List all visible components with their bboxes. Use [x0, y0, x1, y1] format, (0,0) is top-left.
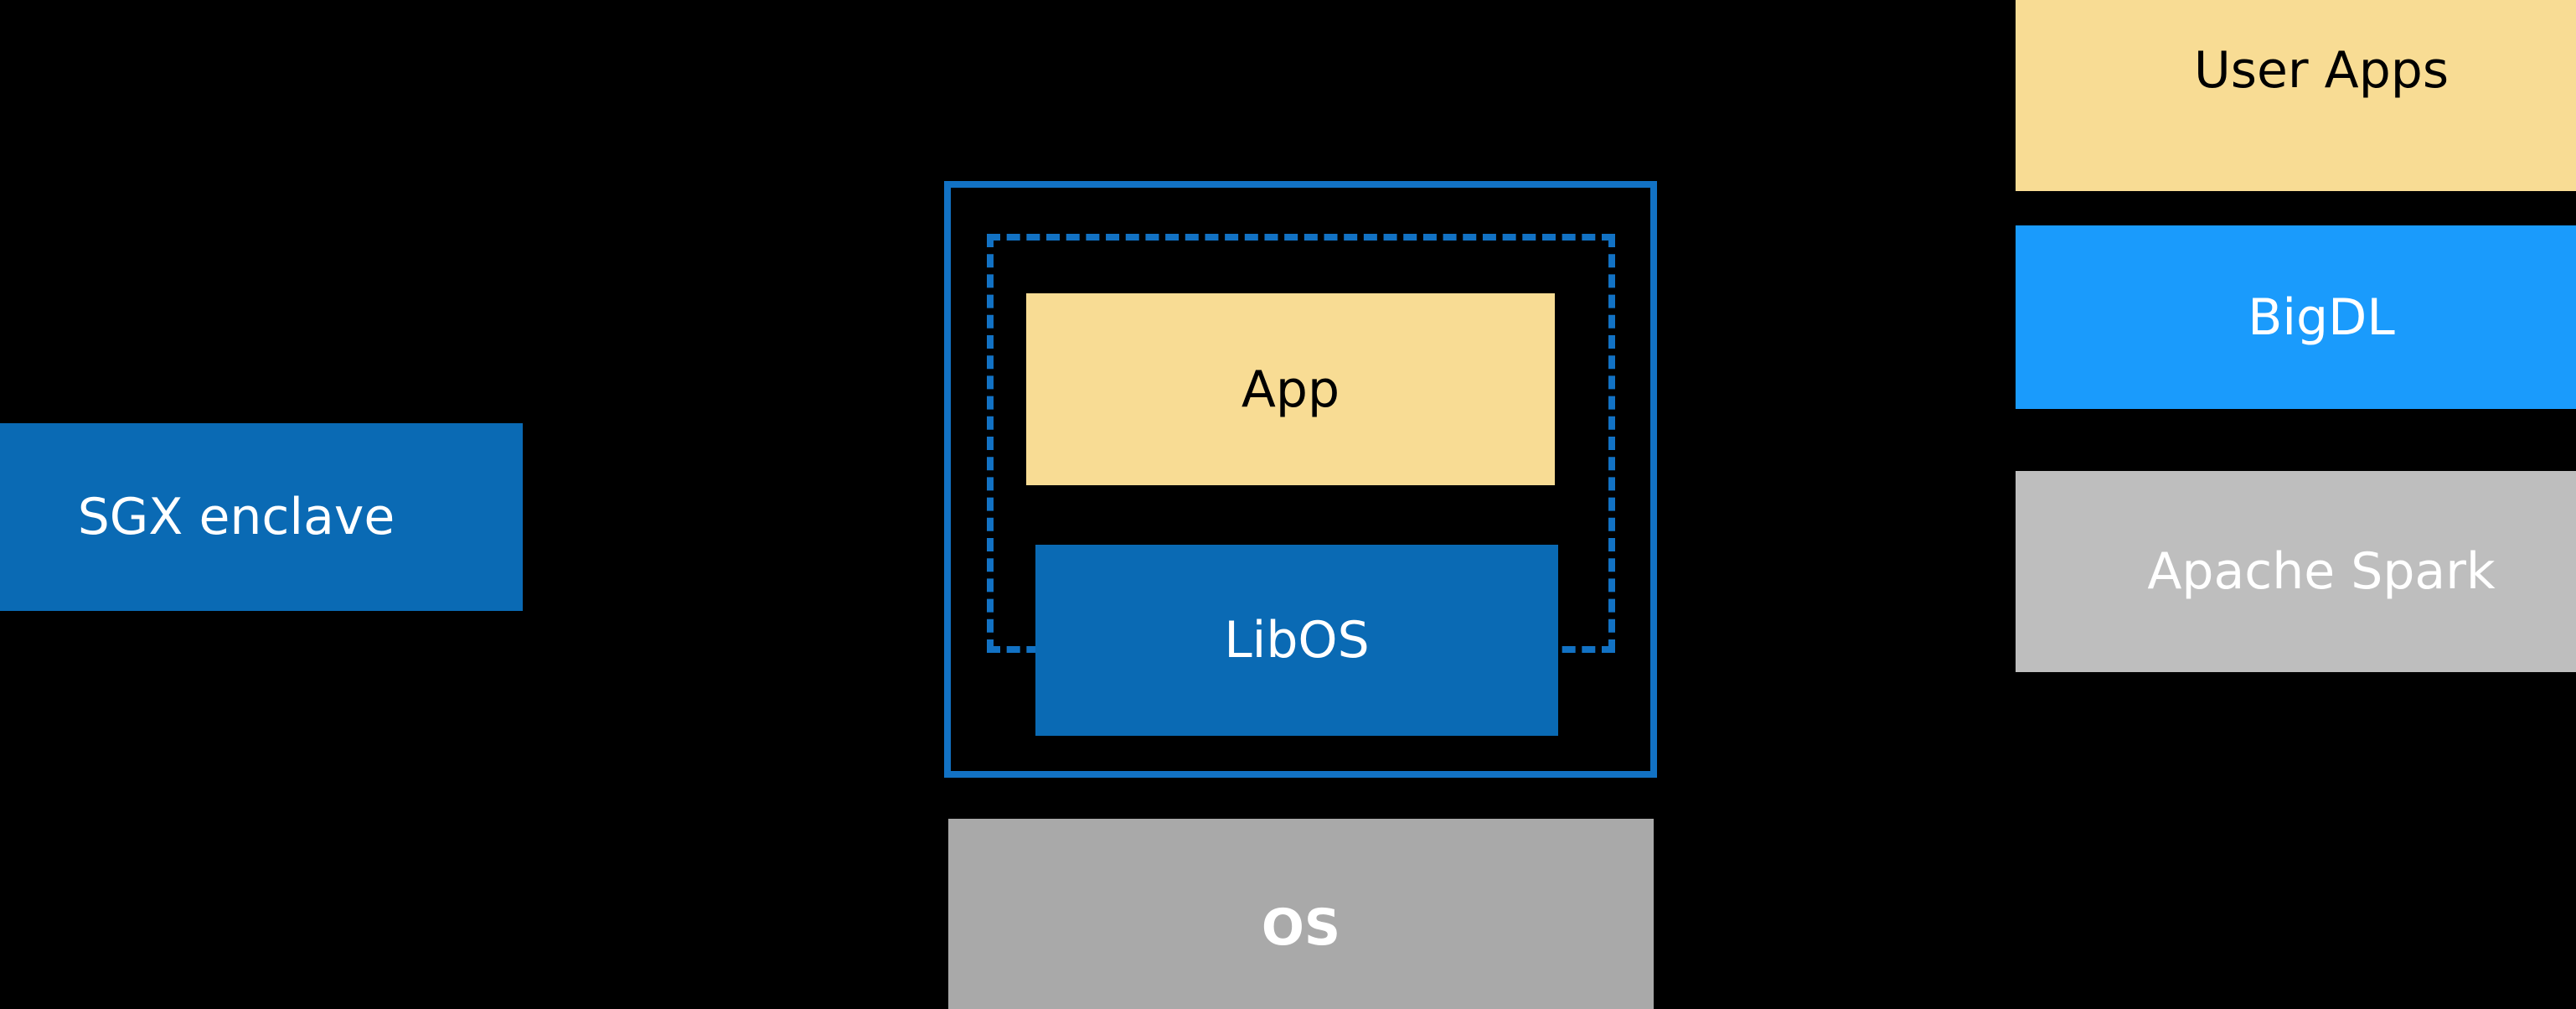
bigdl-box: BigDL [2016, 225, 2576, 409]
os-label: OS [1261, 898, 1341, 957]
app-label: App [1241, 360, 1340, 419]
libos-label: LibOS [1224, 611, 1370, 670]
sgx-enclave-label: SGX enclave [77, 488, 395, 546]
apache-spark-box: Apache Spark [2016, 471, 2576, 672]
user-apps-label: User Apps [2193, 41, 2450, 100]
enclave-frame [944, 181, 1657, 778]
libos-box: LibOS [1035, 545, 1558, 736]
user-apps-box: User Apps [2016, 0, 2576, 191]
os-box: OS [948, 819, 1654, 1009]
app-box: App [1026, 293, 1555, 485]
sgx-enclave-box: SGX enclave [0, 423, 523, 611]
bigdl-label: BigDL [2248, 287, 2395, 347]
apache-spark-label: Apache Spark [2147, 542, 2496, 601]
